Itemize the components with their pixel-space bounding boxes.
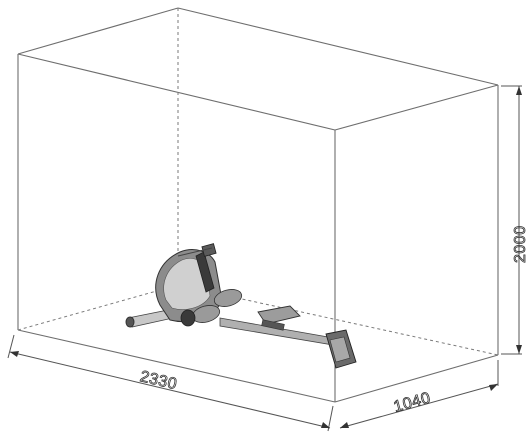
box-top-side-edge (334, 84, 499, 131)
front-foot-cap (125, 316, 135, 328)
height-arrow-top (516, 86, 522, 95)
handle-bar (177, 247, 213, 257)
width-dimension-label: 1040 (392, 390, 433, 416)
front-wheel (180, 309, 196, 327)
length-dimension-label: 2330 (138, 368, 178, 393)
box-wireframe (17, 7, 499, 403)
dimension-lines: 2330 1040 2000 (7, 85, 529, 432)
length-extension-right (327, 405, 334, 432)
height-arrow-bottom (516, 345, 522, 354)
height-dimension-label: 2000 (512, 225, 529, 263)
length-arrow-left (10, 351, 19, 357)
console-display (201, 243, 217, 257)
length-dimension-line (9, 351, 331, 429)
width-arrow-right (489, 384, 498, 391)
length-extension-left (7, 334, 15, 359)
console-mast (195, 251, 215, 293)
box-top-front-edge (17, 53, 336, 131)
footrest-left (213, 289, 243, 307)
width-arrow-left (340, 422, 349, 428)
machine-rail (219, 317, 346, 348)
seat-carriage (261, 319, 285, 331)
box-hidden-floor-left-edge (17, 284, 179, 331)
box-top-right-edge (177, 7, 499, 86)
box-top-back-edge (17, 7, 179, 55)
length-arrow-right (321, 422, 330, 428)
width-dimension-line (339, 383, 499, 429)
rowing-machine (125, 243, 357, 369)
box-bottom-front-edge (17, 329, 336, 403)
rear-stabilizer-face (329, 336, 351, 363)
box-bottom-side-edge (334, 354, 499, 403)
